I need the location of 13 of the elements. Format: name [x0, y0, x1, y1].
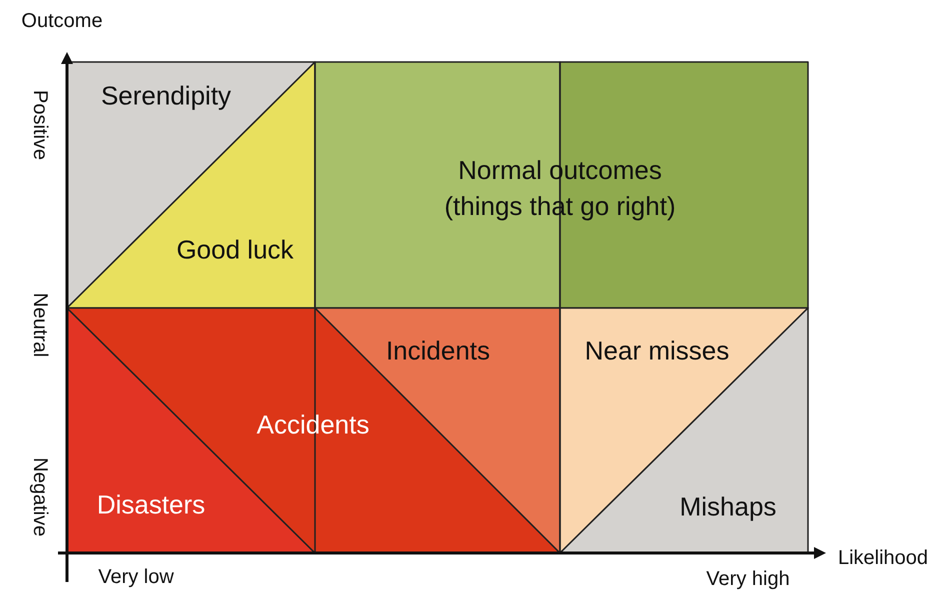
axis-tick-label: Neutral [28, 292, 52, 358]
axis-tick-label: Negative [28, 458, 52, 536]
axis-tick-label: Very low [98, 565, 174, 590]
region-label: Incidents [386, 334, 490, 368]
region-label: Good luck [176, 234, 294, 266]
axis-tick-label: Very high [706, 567, 790, 592]
region-label: Serendipity [100, 80, 232, 112]
axis-title: Outcome [21, 9, 103, 34]
axis-title: Likelihood [838, 546, 928, 571]
region-label: Mishaps [680, 490, 776, 524]
region-label: Near misses [584, 334, 730, 368]
axis-tick-label: Positive [28, 90, 52, 160]
region-label: Disasters [96, 488, 206, 522]
